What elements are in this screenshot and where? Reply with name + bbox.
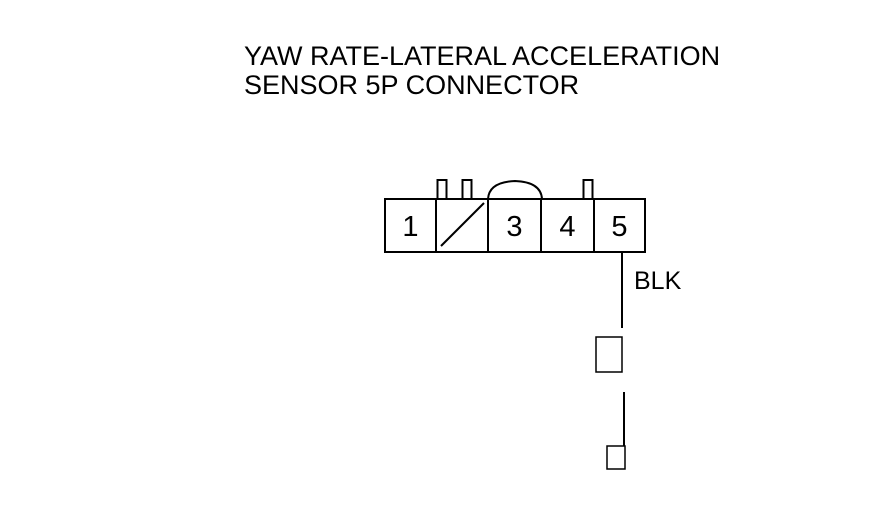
pin-label-1: 1 [402,211,418,243]
diagram-title: YAW RATE-LATERAL ACCELERATION SENSOR 5P … [244,42,720,100]
probe-terminal-lower [606,445,626,470]
locking-tab-3 [582,179,594,200]
pin-label-4: 4 [559,211,575,243]
locking-tab-1 [436,179,448,200]
locking-tab-2 [461,179,473,200]
connector-body [384,198,646,253]
empty-cavity-slash [440,202,485,247]
locking-hood [487,179,543,200]
wire-color-label: BLK [634,267,682,295]
pin-label-3: 3 [506,211,522,243]
title-line-1: YAW RATE-LATERAL ACCELERATION [244,41,721,71]
probe-terminal-upper [595,336,623,373]
pin-label-5: 5 [611,211,627,243]
title-line-2: SENSOR 5P CONNECTOR [244,70,580,100]
